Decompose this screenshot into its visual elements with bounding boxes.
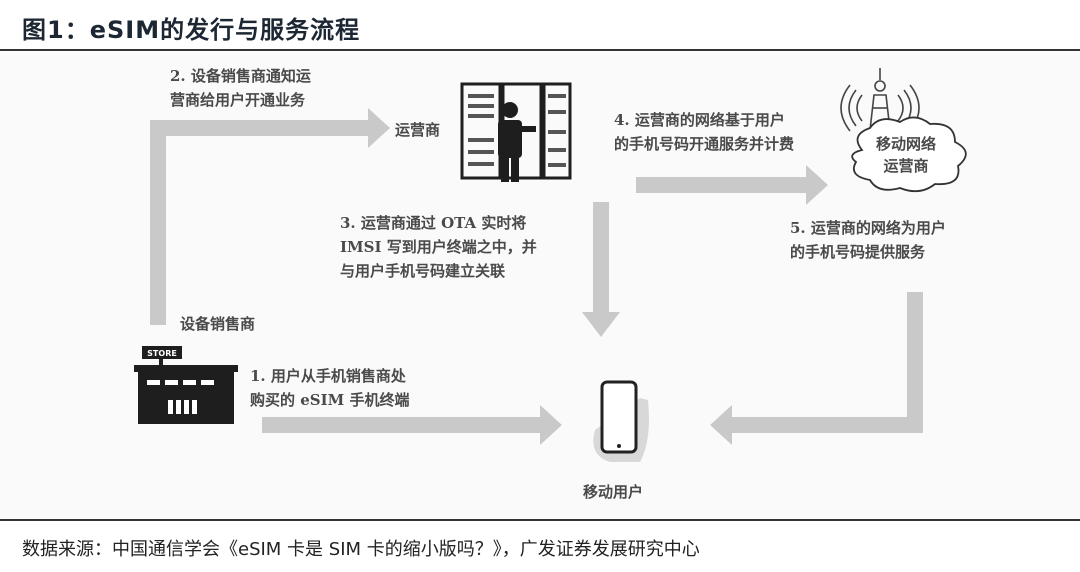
step-3-line-1: 3. 运营商通过 OTA 实时将	[340, 214, 527, 232]
source-note: 数据来源：中国通信学会《eSIM 卡是 SIM 卡的缩小版吗？》，广发证券发展研…	[22, 539, 700, 560]
step-2-text: 2. 设备销售商通知运 营商给用户开通业务	[170, 64, 311, 112]
technician-icon	[498, 102, 536, 182]
arrow-step-2	[150, 108, 390, 325]
step-3-line-3: 与用户手机号码建立关联	[340, 262, 506, 280]
store-sign-text: STORE	[147, 349, 177, 358]
operator-label: 运营商	[395, 121, 441, 139]
mobile-phone-icon	[593, 380, 649, 462]
network-label: 移动网络 运营商	[876, 133, 936, 177]
arrow-step-4	[636, 165, 828, 205]
arrow-step-5	[710, 292, 923, 445]
store-icon	[134, 346, 238, 424]
arrow-step-1	[262, 405, 562, 445]
step-1-text: 1. 用户从手机销售商处 购买的 eSIM 手机终端	[250, 364, 409, 412]
step-1-line-2: 购买的 eSIM 手机终端	[250, 391, 410, 409]
figure-title: 图1：eSIM的发行与服务流程	[22, 16, 361, 44]
step-4-line-1: 4. 运营商的网络基于用户	[614, 111, 785, 129]
store-label: 设备销售商	[180, 315, 256, 333]
step-5-line-2: 的手机号码提供服务	[790, 243, 926, 261]
step-5-line-1: 5. 运营商的网络为用户	[790, 219, 946, 237]
step-3-text: 3. 运营商通过 OTA 实时将 IMSI 写到用户终端之中，并 与用户手机号码…	[340, 211, 537, 283]
network-label-line-2: 运营商	[883, 157, 929, 175]
network-label-line-1: 移动网络	[876, 135, 937, 153]
step-1-line-1: 1. 用户从手机销售商处	[250, 367, 406, 385]
step-4-line-2: 的手机号码开通服务并计费	[614, 135, 795, 153]
title-divider	[0, 49, 1080, 51]
step-4-text: 4. 运营商的网络基于用户 的手机号码开通服务并计费	[614, 108, 794, 156]
network-cloud-icon	[851, 116, 967, 193]
user-label: 移动用户	[583, 483, 644, 501]
step-2-line-1: 2. 设备销售商通知运	[170, 67, 311, 85]
step-5-text: 5. 运营商的网络为用户 的手机号码提供服务	[790, 216, 946, 264]
step-3-line-2: IMSI 写到用户终端之中，并	[340, 238, 537, 256]
arrow-step-3	[582, 202, 620, 337]
step-2-line-2: 营商给用户开通业务	[170, 91, 306, 109]
operator-server-icon	[460, 82, 572, 180]
source-divider	[0, 519, 1080, 521]
